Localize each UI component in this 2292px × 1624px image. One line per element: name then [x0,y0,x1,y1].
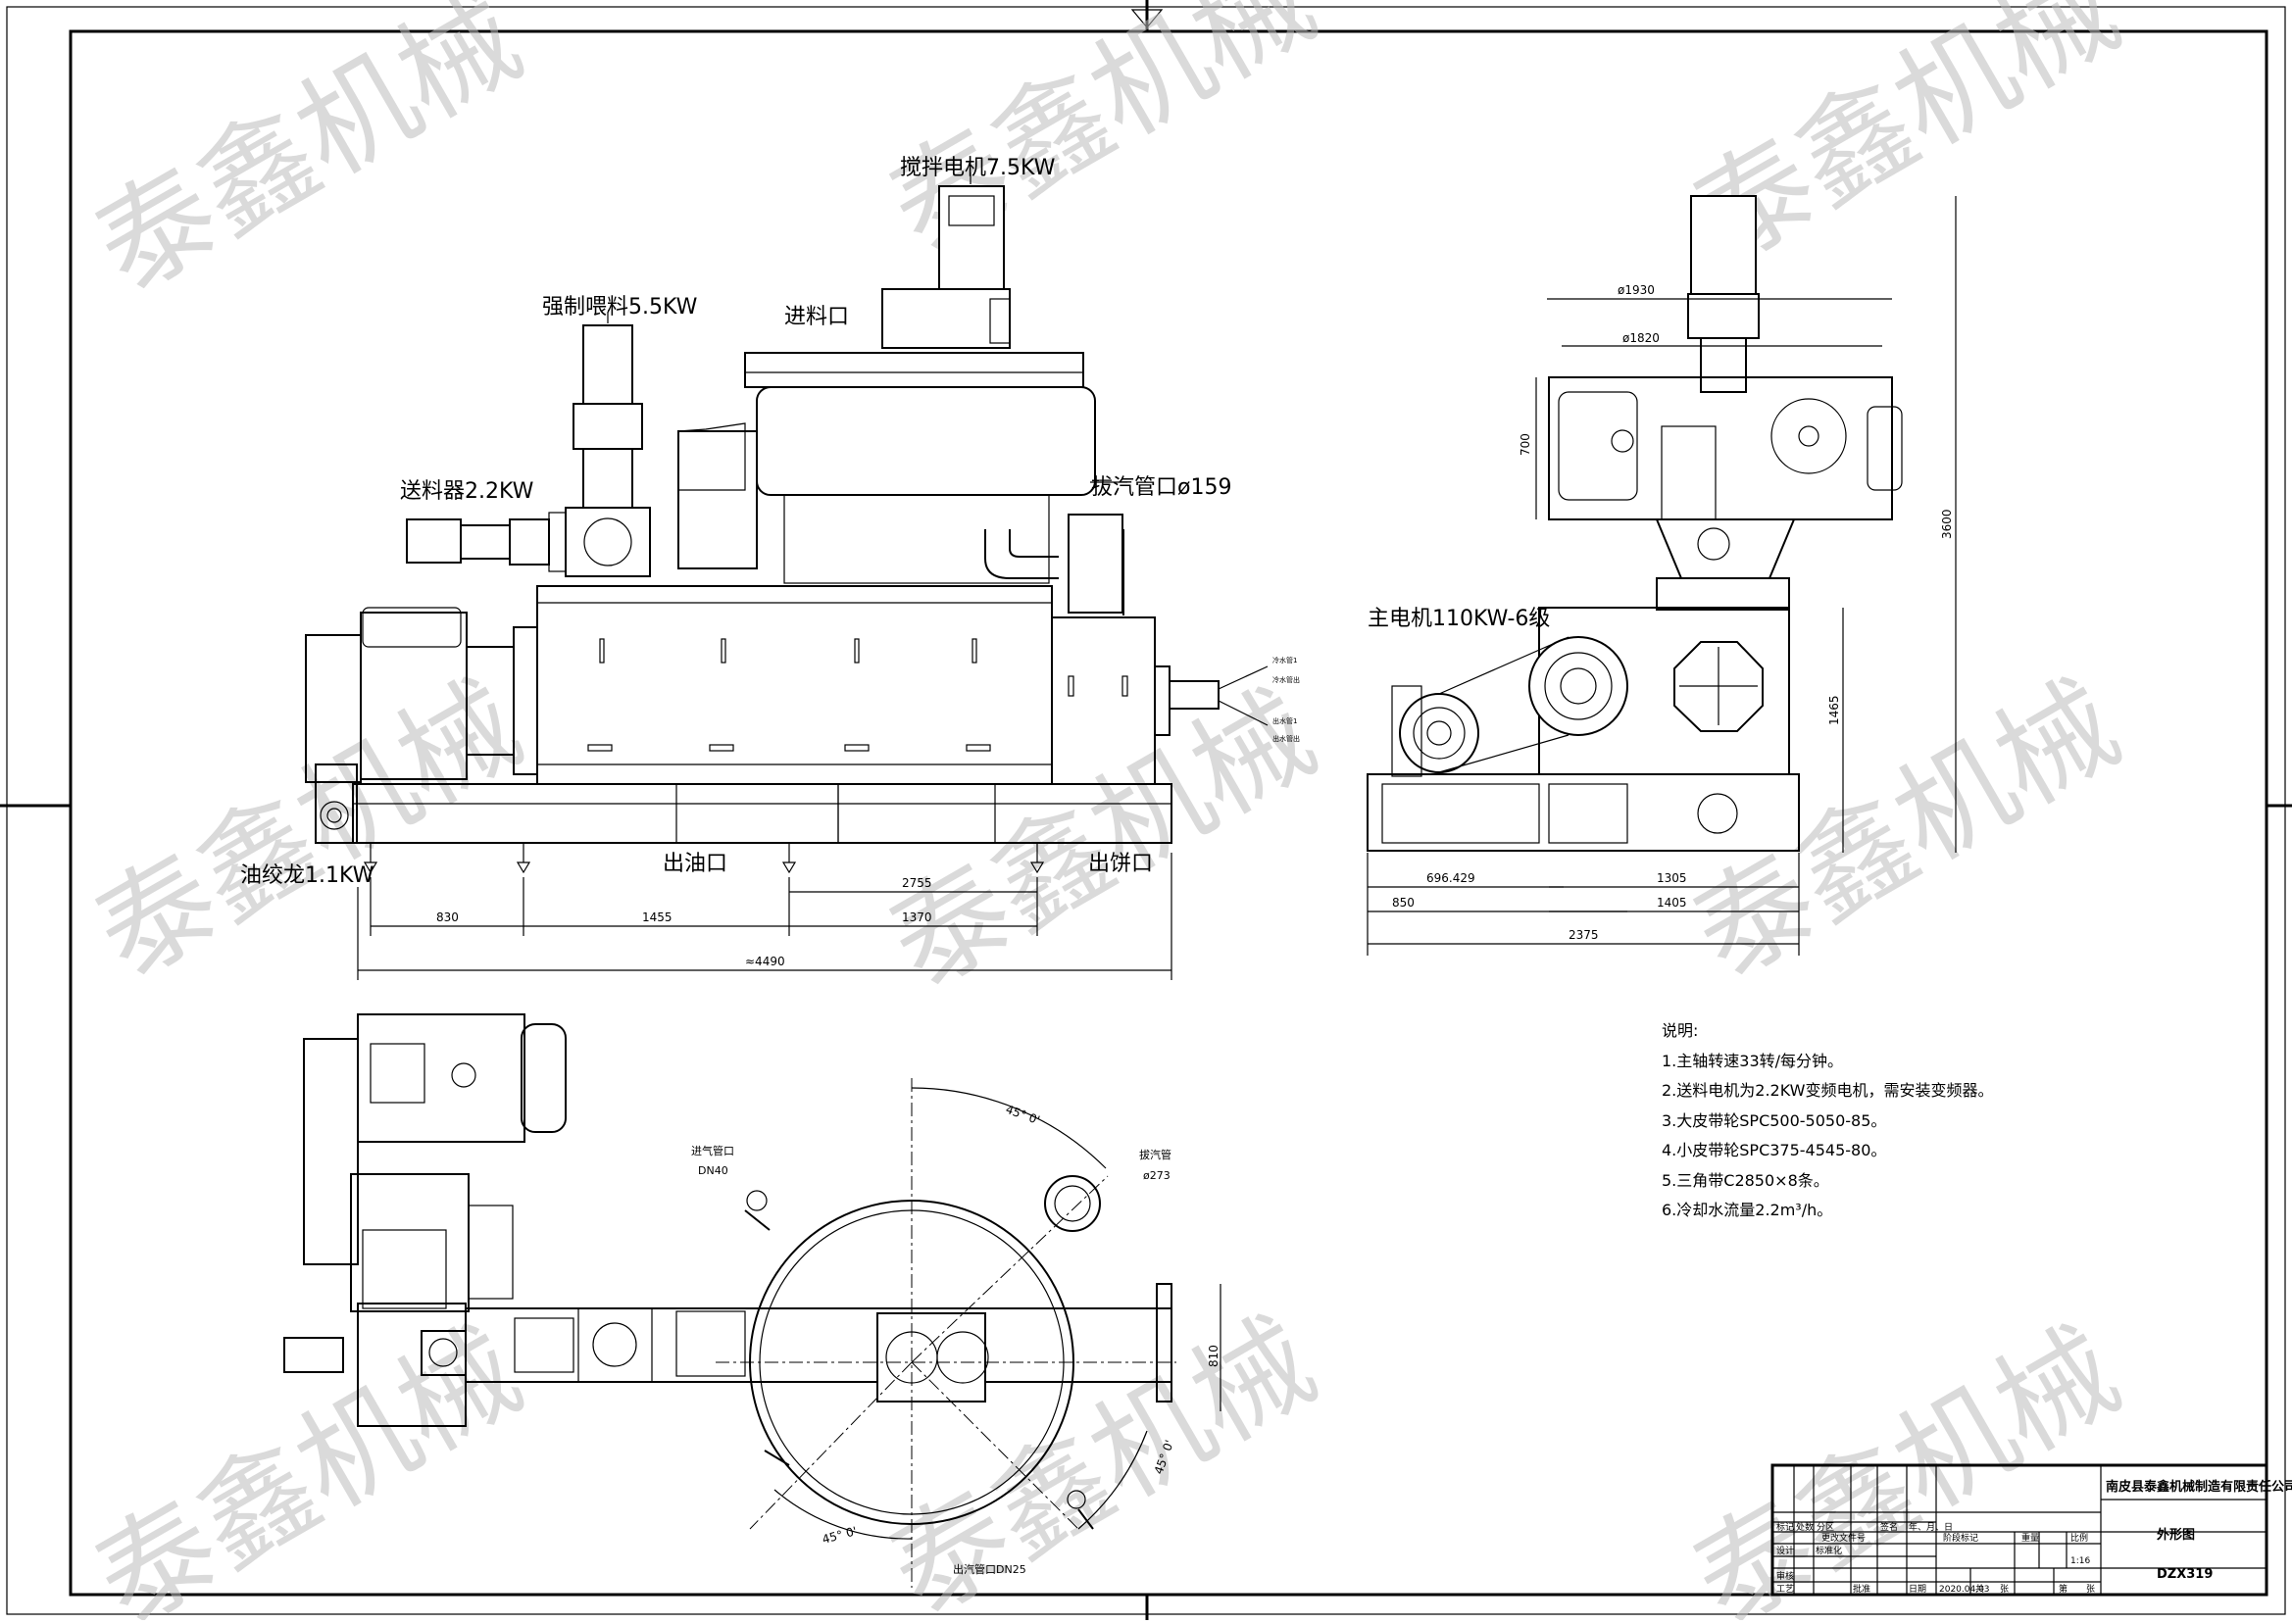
title-block: 标记 处数 分区 更改文件号 签名 年、月、日 设计 标准化 审核 工艺 批准 … [1770,1463,2292,1597]
label-inlet: 进料口 [784,305,849,329]
dim-700: 700 [1519,433,1532,456]
dim-1405: 1405 [1657,896,1687,910]
note-item: 6.冷却水流量2.2m³/h。 [1662,1201,1832,1219]
dim-1930: ø1930 [1618,283,1655,297]
tb-change-doc: 更改文件号 [1821,1532,1866,1544]
label-steam-in-size: DN40 [698,1164,728,1177]
front-view: 搅拌电机7.5KW 强制喂料5.5KW 进料口 送料器2.2KW 拔汽管口ø15… [240,156,1300,980]
dim-696: 696.429 [1426,871,1475,885]
dim-2755: 2755 [902,876,932,890]
dim-4490: ≈4490 [745,955,785,968]
tb-date-label: 日期 [1909,1584,1926,1595]
notes-block: 说明: 1.主轴转速33转/每分钟。 2.送料电机为2.2KW变频电机，需安装变… [1662,1021,1993,1219]
watermark: 泰鑫机械 [74,0,542,318]
pipe-tag: 出水管1 [1272,716,1297,725]
label-exhaust: 拔汽管 [1139,1148,1171,1161]
tb-date: 2020.04.03 [1939,1585,1990,1595]
dim-850: 850 [1392,896,1415,910]
tb-stage-mark: 阶段标记 [1943,1532,1978,1544]
note-item: 4.小皮带轮SPC375-4545-80。 [1662,1141,1886,1159]
label-steam-out: 出汽管口DN25 [953,1562,1026,1576]
tb-sign: 签名 [1880,1521,1898,1533]
label-cake-outlet: 出饼口 [1088,852,1153,876]
tb-drawing-name: 外形图 [2156,1527,2195,1543]
note-item: 5.三角带C2850×8条。 [1662,1171,1829,1190]
tb-approve: 批准 [1853,1583,1870,1595]
dim-angle-2: 45° 0' [821,1524,858,1547]
tb-count: 处数 [1796,1521,1814,1533]
tb-sheets: 张 [2000,1584,2009,1595]
label-oil-auger: 油绞龙1.1KW [240,863,374,888]
dim-810: 810 [1207,1345,1221,1367]
label-forced-feed: 强制喂料5.5KW [542,295,698,320]
tb-zone: 分区 [1817,1522,1834,1533]
watermark: 泰鑫机械 [868,0,1336,278]
label-feeder: 送料器2.2KW [400,479,534,504]
watermark: 泰鑫机械 [1671,656,2140,1005]
tb-page: 第 [2059,1583,2068,1595]
tb-ymd: 年、月、日 [1909,1521,1953,1533]
tb-ratio: 比例 [2070,1532,2088,1544]
dim-830: 830 [436,910,459,924]
label-stir-motor: 搅拌电机7.5KW [900,156,1056,180]
label-steam-pipe: 拔汽管口ø159 [1091,475,1231,500]
dim-1465: 1465 [1827,695,1841,725]
tb-drawing-no: DZX319 [2157,1567,2213,1582]
dim-1455: 1455 [642,910,673,924]
dim-1370: 1370 [902,910,932,924]
dim-angle-1: 45° 0' [1004,1103,1042,1127]
label-exhaust-size: ø273 [1143,1169,1171,1182]
dim-2375: 2375 [1569,928,1599,942]
side-view: 主电机110KW-6级 ø1930 ø1820 700 3600 1465 69… [1367,195,1957,956]
label-steam-in: 进气管口 [691,1144,734,1157]
tb-check: 审核 [1776,1570,1794,1582]
label-main-motor: 主电机110KW-6级 [1368,607,1550,631]
tb-craft: 工艺 [1776,1584,1794,1595]
note-item: 1.主轴转速33转/每分钟。 [1662,1052,1843,1070]
pipe-tag: 冷水管1 [1272,656,1297,664]
watermark: 泰鑫机械 [74,656,542,1005]
dim-1820: ø1820 [1622,331,1660,345]
tb-company: 南皮县泰鑫机械制造有限责任公司 [2106,1479,2292,1495]
note-item: 2.送料电机为2.2KW变频电机，需安装变频器。 [1662,1081,1993,1100]
notes-title: 说明: [1662,1021,1698,1040]
watermark: 泰鑫机械 [868,665,1336,1014]
dim-1305: 1305 [1657,871,1687,885]
pipe-tag: 冷水管出 [1272,675,1300,684]
watermark-layer: 泰鑫机械 泰鑫机械 泰鑫机械 泰鑫机械 泰鑫机械 泰鑫机械 泰鑫机械 泰鑫机械 … [74,0,2140,1624]
watermark: 泰鑫机械 [1671,1303,2140,1620]
tb-total: 共 [1975,1584,1984,1595]
pipe-tag: 出水管出 [1272,734,1300,743]
note-item: 3.大皮带轮SPC500-5050-85。 [1662,1111,1886,1130]
label-oil-outlet: 出油口 [663,852,727,876]
tb-standard: 标准化 [1816,1545,1842,1556]
tb-sheet: 张 [2086,1584,2095,1595]
tb-scale: 1:16 [2070,1556,2090,1566]
tb-design: 设计 [1776,1545,1794,1556]
dim-3600: 3600 [1940,509,1954,539]
tb-mark: 标记 [1776,1521,1794,1533]
tb-weight: 重量 [2021,1532,2039,1544]
